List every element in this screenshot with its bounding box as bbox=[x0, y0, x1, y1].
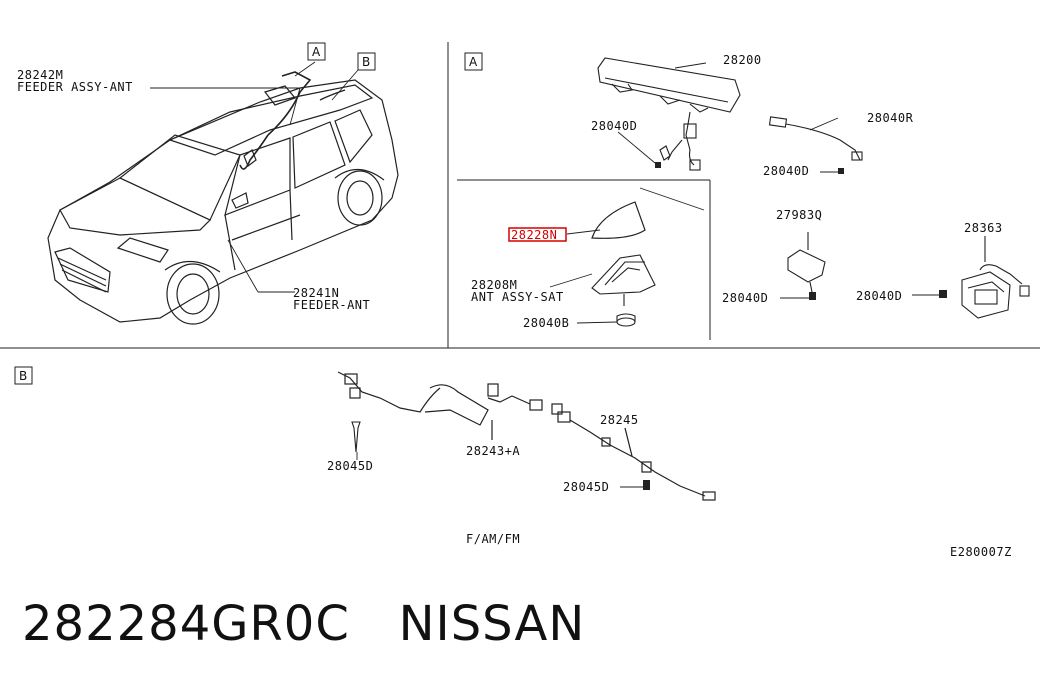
leaders-section-a-top bbox=[617, 62, 839, 211]
label-28045d-a: 28045D bbox=[327, 459, 373, 473]
label-fam-fm: F/AM/FM bbox=[466, 532, 520, 546]
label-28241n-name: FEEDER-ANT bbox=[293, 298, 370, 312]
leaders-antenna bbox=[549, 229, 618, 324]
brand-name: NISSAN bbox=[398, 596, 586, 652]
feeder-28245 bbox=[551, 403, 716, 501]
car-leader-lines bbox=[150, 61, 359, 293]
footer-caption: 282284GR0C NISSAN bbox=[22, 596, 585, 652]
feeder-28243a bbox=[337, 371, 543, 440]
callout-box-a-section bbox=[464, 52, 483, 71]
parts-diagram: A B 28242M FEEDER ASSY-ANT 28241N FEEDER… bbox=[0, 42, 1040, 559]
callout-box-b-car bbox=[357, 52, 376, 71]
label-28242m-number: 28242M bbox=[17, 68, 63, 82]
screw-28040d-a bbox=[655, 162, 661, 168]
label-28200: 28200 bbox=[723, 53, 762, 67]
part-28363 bbox=[961, 236, 1030, 319]
callout-b-section: B bbox=[19, 369, 27, 383]
label-28208m-name: ANT ASSY-SAT bbox=[471, 290, 564, 304]
label-28208m-number: 28208M bbox=[471, 278, 517, 292]
label-28040r: 28040R bbox=[867, 111, 914, 125]
label-28228n: 28228N bbox=[511, 228, 557, 242]
module-28200 bbox=[597, 57, 741, 171]
antenna-cover-28228n bbox=[591, 201, 646, 239]
screw-28040d-d bbox=[939, 290, 947, 298]
label-28242m-name: FEEDER ASSY-ANT bbox=[17, 80, 133, 94]
label-27983q: 27983Q bbox=[776, 208, 822, 222]
highlight-box-28228n bbox=[508, 227, 567, 242]
label-28243a: 28243+A bbox=[466, 444, 520, 458]
callout-box-a-car bbox=[307, 42, 326, 61]
label-28040d-d: 28040D bbox=[856, 289, 902, 303]
label-28363: 28363 bbox=[964, 221, 1003, 235]
antenna-assy-sat-28208m bbox=[591, 254, 656, 306]
nut-28040b bbox=[616, 313, 636, 327]
label-28040d-a: 28040D bbox=[591, 119, 637, 133]
section-dividers bbox=[0, 42, 1040, 349]
label-28040b: 28040B bbox=[523, 316, 569, 330]
diagram-code: E280007Z bbox=[950, 545, 1012, 559]
callout-b-car: B bbox=[362, 55, 370, 69]
label-28241n-number: 28241N bbox=[293, 286, 339, 300]
callout-a-car: A bbox=[312, 45, 321, 59]
part-27983q bbox=[787, 232, 826, 293]
label-28040d-c: 28040D bbox=[722, 291, 768, 305]
screw-28040d-b bbox=[838, 168, 844, 174]
callout-a-section: A bbox=[469, 55, 478, 69]
car-illustration bbox=[47, 71, 399, 325]
part-number: 282284GR0C bbox=[22, 596, 350, 652]
callout-box-b-section bbox=[14, 366, 33, 385]
cable-28040r bbox=[768, 116, 863, 161]
screw-28045d-b bbox=[643, 480, 650, 490]
screw-28040d-c bbox=[809, 292, 816, 300]
label-28040d-b: 28040D bbox=[763, 164, 809, 178]
bolt-28045d-a bbox=[351, 421, 361, 453]
label-28245: 28245 bbox=[600, 413, 639, 427]
label-28045d-b: 28045D bbox=[563, 480, 609, 494]
